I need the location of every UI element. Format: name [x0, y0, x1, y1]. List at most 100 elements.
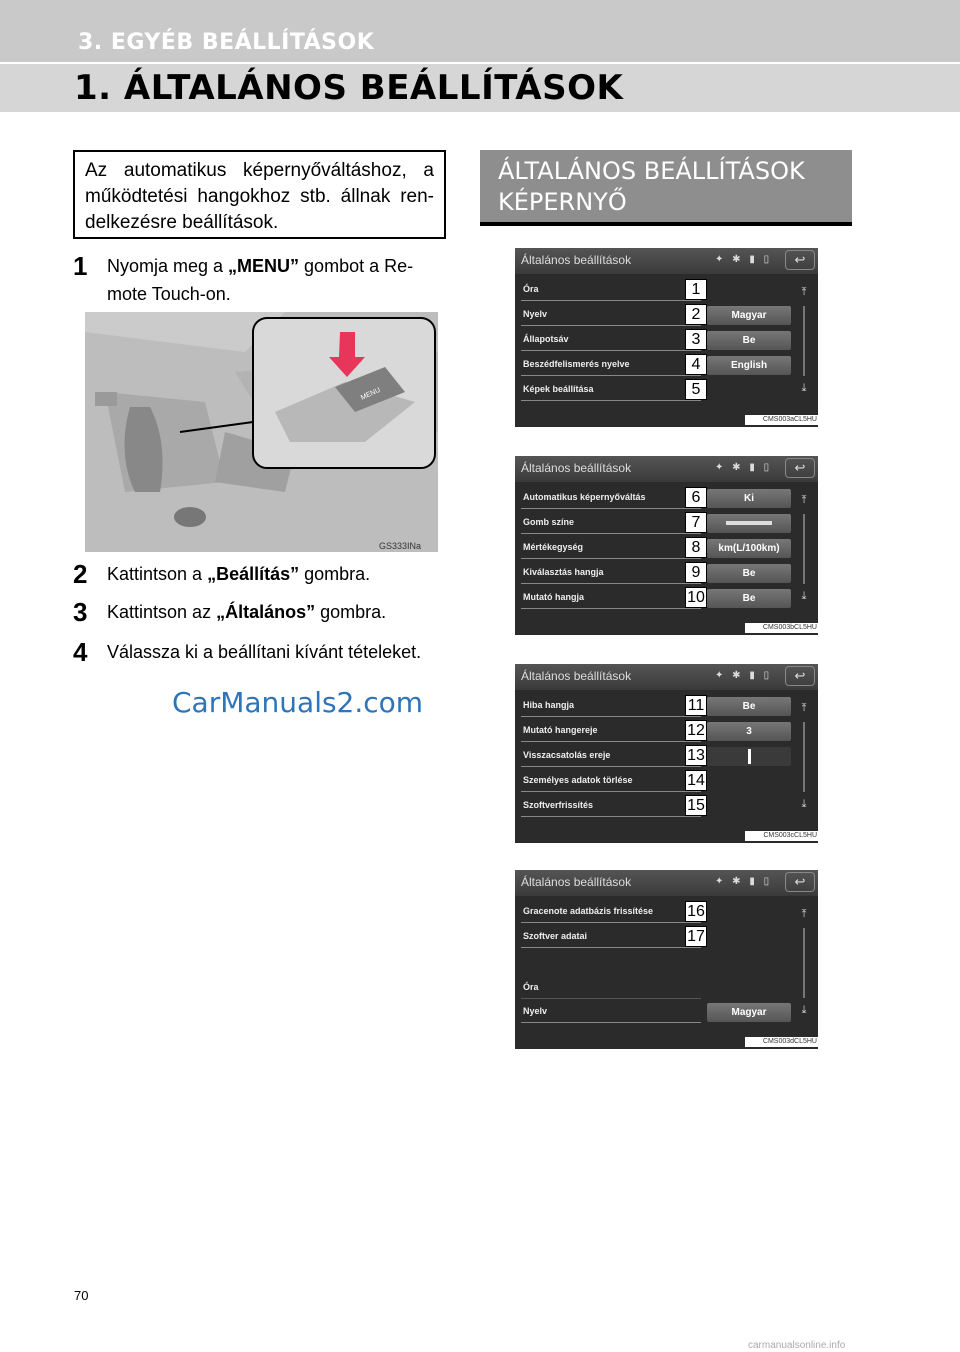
screen-title: Általános beállítások	[521, 669, 632, 683]
settings-row[interactable]: Szoftverfrissítés 15	[521, 795, 707, 817]
value-button[interactable]: Magyar	[707, 1003, 791, 1022]
screen-titlebar	[515, 456, 818, 482]
callout-number: 15	[685, 795, 707, 816]
step-text: Kattintson a	[107, 564, 208, 584]
step-text: Nyomja meg a	[107, 256, 229, 276]
color-swatch-button[interactable]	[707, 514, 791, 533]
settings-row[interactable]: Óra	[521, 977, 701, 999]
remote-touch-photo: MENU GS333INa	[85, 312, 438, 552]
page-title: 1. ÁLTALÁNOS BEÁLLÍTÁSOK	[74, 68, 624, 108]
feedback-level-indicator[interactable]	[707, 747, 791, 766]
back-icon[interactable]: ↩	[785, 872, 815, 892]
value-button[interactable]: Magyar	[707, 306, 791, 325]
status-icons: ✦ ✱ ▮ ▯	[715, 876, 773, 887]
settings-row[interactable]: Gracenote adatbázis frissítése 16	[521, 901, 707, 923]
console-illustration: MENU	[85, 312, 438, 552]
settings-row[interactable]: Gomb színe 7	[521, 512, 707, 534]
callout-number: 9	[685, 562, 707, 583]
row-label: Szoftver adatai	[523, 931, 588, 941]
settings-row[interactable]: Nyelv	[521, 1001, 701, 1023]
watermark-text: CarManuals2.com	[172, 686, 424, 719]
scrollbar-track[interactable]	[803, 722, 805, 792]
settings-row[interactable]: Kiválasztás hangja 9	[521, 562, 707, 584]
scrollbar-track[interactable]	[803, 306, 805, 376]
settings-row[interactable]: Mutató hangja 10	[521, 587, 707, 609]
row-label: Állapotsáv	[523, 334, 569, 344]
scroll-up-icon[interactable]: ⤒	[801, 908, 807, 920]
scroll-down-icon[interactable]: ⤓	[801, 590, 807, 602]
back-icon[interactable]: ↩	[785, 666, 815, 686]
scroll-down-icon[interactable]: ⤓	[801, 382, 807, 394]
value-button[interactable]: Be	[707, 564, 791, 583]
value-button[interactable]: Ki	[707, 489, 791, 508]
screen-title: Általános beállítások	[521, 875, 632, 889]
step-number: 3	[73, 597, 88, 627]
row-label: Gracenote adatbázis frissítése	[523, 906, 654, 916]
callout-number: 10	[685, 587, 707, 608]
step-bold: „Általános”	[216, 602, 316, 622]
screen-caption: CMS003bCL5HU	[745, 623, 818, 633]
callout-number: 17	[685, 926, 707, 947]
row-label: Óra	[523, 284, 539, 294]
row-label: Gomb színe	[523, 517, 575, 527]
screen-titlebar	[515, 248, 818, 274]
section-bar	[0, 0, 960, 64]
value-button[interactable]: km(L/100km)	[707, 539, 791, 558]
back-icon[interactable]: ↩	[785, 458, 815, 478]
value-button[interactable]: Be	[707, 589, 791, 608]
scroll-down-icon[interactable]: ⤓	[801, 798, 807, 810]
status-icons: ✦ ✱ ▮ ▯	[715, 670, 773, 681]
scroll-up-icon[interactable]: ⤒	[801, 494, 807, 506]
settings-screen-4: Általános beállítások ✦ ✱ ▮ ▯ ↩ Gracenot…	[515, 870, 818, 1049]
row-label: Képek beállítása	[523, 384, 594, 394]
step-text: Válassza ki a beállítani kívánt tételeke…	[107, 642, 422, 662]
scrollbar-track[interactable]	[803, 514, 805, 584]
callout-number: 7	[685, 512, 707, 533]
settings-row[interactable]: Szoftver adatai 17	[521, 926, 707, 948]
callout-number: 12	[685, 720, 707, 741]
screen-caption: CMS003dCL5HU	[745, 1037, 818, 1047]
callout-number: 6	[685, 487, 707, 508]
row-label: Mutató hangja	[523, 592, 584, 602]
callout-number: 13	[685, 745, 707, 766]
value-button[interactable]: Be	[707, 331, 791, 350]
row-label: Személyes adatok törlése	[523, 775, 633, 785]
scroll-down-icon[interactable]: ⤓	[801, 1004, 807, 1016]
step-4: 4 Válassza ki a beállítani kívánt tétele…	[73, 638, 453, 666]
value-button[interactable]: 3	[707, 722, 791, 741]
step-text: gombra.	[299, 564, 371, 584]
step-3: 3 Kattintson az „Általános” gombra.	[73, 598, 453, 626]
row-label: Kiválasztás hangja	[523, 567, 604, 577]
step-bold: „Beállítás”	[207, 564, 300, 584]
callout-number: 4	[685, 354, 707, 375]
value-button[interactable]: English	[707, 356, 791, 375]
scrollbar-track[interactable]	[803, 928, 805, 998]
row-label: Szoftverfrissítés	[523, 800, 594, 810]
site-watermark: carmanualsonline.info	[748, 1340, 846, 1351]
scroll-up-icon[interactable]: ⤒	[801, 702, 807, 714]
scroll-up-icon[interactable]: ⤒	[801, 286, 807, 298]
callout-number: 1	[685, 279, 707, 300]
back-icon[interactable]: ↩	[785, 250, 815, 270]
step-number: 2	[73, 559, 88, 589]
step-bold: „MENU”	[228, 256, 300, 276]
page-number: 70	[74, 1288, 89, 1303]
step-text: gombra.	[315, 602, 387, 622]
value-button[interactable]: Be	[707, 697, 791, 716]
settings-screen-2: Általános beállítások ✦ ✱ ▮ ▯ ↩ Automati…	[515, 456, 818, 635]
row-label: Nyelv	[523, 309, 548, 319]
screen-section-header: ÁLTALÁNOS BEÁLLÍTÁSOK KÉPERNYŐ	[480, 150, 852, 226]
callout-number: 16	[685, 901, 707, 922]
settings-row[interactable]: Óra 1	[521, 279, 707, 301]
